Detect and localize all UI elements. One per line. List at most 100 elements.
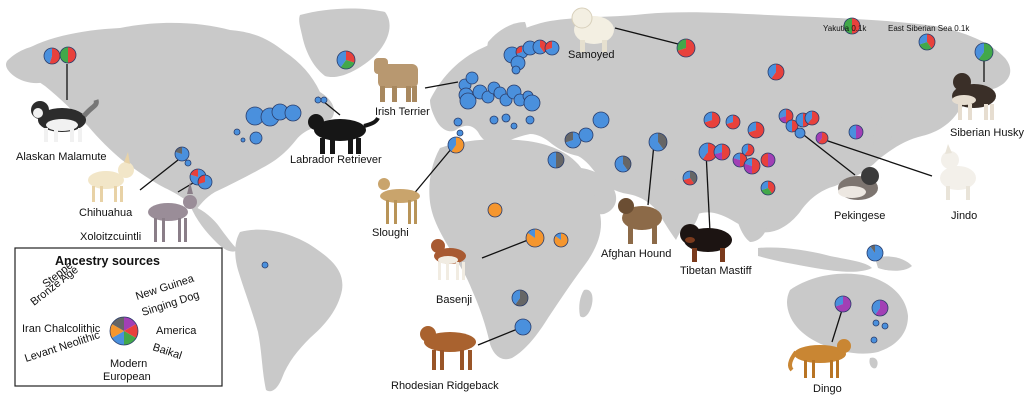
pie-slice xyxy=(175,147,190,161)
pie-eu-26 xyxy=(525,115,535,125)
pie-outline xyxy=(197,174,213,190)
legend: Ancestry sources Steppe Bronze Age New G… xyxy=(14,247,223,387)
pie-slice xyxy=(714,152,722,160)
pie-outline xyxy=(794,127,806,139)
pie-outline xyxy=(514,318,532,336)
label-pekingese: Pekingese xyxy=(834,210,885,222)
pie-slice xyxy=(516,46,522,54)
legend-box xyxy=(14,247,223,387)
pie-china-2 xyxy=(743,157,761,175)
label-chihuahua: Chihuahua xyxy=(79,207,133,219)
pie-canada-4 xyxy=(284,104,302,122)
pie-slice xyxy=(748,122,756,133)
pie-korea-1 xyxy=(778,108,794,124)
africa xyxy=(429,139,602,360)
pie-slice xyxy=(524,95,540,111)
pie-outline xyxy=(59,46,77,64)
pie-alaska-2 xyxy=(59,46,77,64)
pie-outline xyxy=(682,170,698,186)
legend-ancestry-pie xyxy=(109,316,139,346)
pie-outline xyxy=(872,319,880,327)
pie-slice xyxy=(856,125,863,139)
pie-slice xyxy=(515,319,531,335)
afghan-hound-illustration xyxy=(618,198,662,244)
pie-mexico-3 xyxy=(197,174,213,190)
label-husky: Siberian Husky xyxy=(950,127,1024,139)
pie-slice xyxy=(321,97,327,103)
pie-slice xyxy=(761,153,768,167)
pie-mexico-4 xyxy=(184,159,192,167)
pie-slice xyxy=(565,132,573,143)
pie-samoyed xyxy=(676,38,696,58)
pie-eu-2 xyxy=(465,71,479,85)
pie-slice xyxy=(511,123,517,129)
pie-slice xyxy=(190,169,198,177)
pie-slice xyxy=(68,47,76,63)
pie-outline xyxy=(284,104,302,122)
pie-centralasia-2 xyxy=(725,114,741,130)
pie-slice xyxy=(315,97,321,103)
madagascar xyxy=(579,289,593,318)
pie-slice xyxy=(779,116,786,123)
pie-slice xyxy=(771,64,785,80)
pie-eu-20 xyxy=(511,65,521,75)
pie-outline xyxy=(713,143,731,161)
pie-slice xyxy=(870,245,875,253)
label-labrador: Labrador Retriever xyxy=(290,154,382,166)
pie-slice xyxy=(768,181,775,194)
pie-afghan xyxy=(648,132,668,152)
pie-slice xyxy=(795,128,805,138)
pie-slice xyxy=(768,153,775,167)
pie-slice xyxy=(658,133,667,150)
tasmania xyxy=(869,357,878,369)
alaskan-malamute-illustration xyxy=(31,99,99,142)
pie-slice xyxy=(109,324,124,338)
label-east-siberian-sea: East Siberian Sea 0.1k xyxy=(888,24,970,33)
pie-slice xyxy=(565,132,581,148)
pie-slice xyxy=(704,112,720,128)
pie-slice xyxy=(744,144,754,156)
label-afghan: Afghan Hound xyxy=(601,248,671,260)
pie-slice xyxy=(593,112,609,128)
pie-slice xyxy=(882,323,888,329)
pie-slice xyxy=(340,60,355,69)
pie-slice xyxy=(512,66,520,74)
pie-outline xyxy=(525,115,535,125)
pie-slice xyxy=(454,118,462,126)
pie-slice xyxy=(748,122,764,138)
pie-slice xyxy=(44,48,52,64)
pie-slice xyxy=(722,144,730,160)
pie-outline xyxy=(453,117,463,127)
pie-slice xyxy=(975,43,984,60)
pie-slice xyxy=(768,64,776,79)
label-sloughi: Sloughi xyxy=(372,227,409,239)
pie-slice xyxy=(779,109,786,119)
pie-slice xyxy=(457,130,463,136)
pie-ne-1 xyxy=(314,96,322,104)
south-america xyxy=(235,229,343,392)
irish-terrier-illustration xyxy=(374,58,418,102)
pie-outline xyxy=(870,336,878,344)
leader-basenji xyxy=(481,239,529,259)
pie-slice xyxy=(742,144,748,155)
ancestry-pies xyxy=(43,17,994,344)
pie-slice xyxy=(490,116,498,124)
pie-outline xyxy=(815,131,829,145)
pie-slice xyxy=(875,300,888,317)
pie-mexico-1 xyxy=(174,146,190,162)
pie-outline xyxy=(109,316,139,346)
leader-irish-terrier xyxy=(424,81,459,89)
leader-jindo xyxy=(824,139,933,177)
label-xoloitzcuintli: Xoloitzcuintli xyxy=(80,231,141,243)
pie-outline xyxy=(510,122,518,130)
pie-siberia xyxy=(767,63,785,81)
pie-slice xyxy=(978,43,994,61)
pie-outline xyxy=(741,143,755,157)
pie-slice xyxy=(871,300,880,315)
pie-outline xyxy=(465,71,479,85)
basenji-illustration xyxy=(431,239,466,280)
pie-slice xyxy=(648,133,664,151)
pie-slice xyxy=(835,296,851,312)
pie-outline xyxy=(249,131,263,145)
